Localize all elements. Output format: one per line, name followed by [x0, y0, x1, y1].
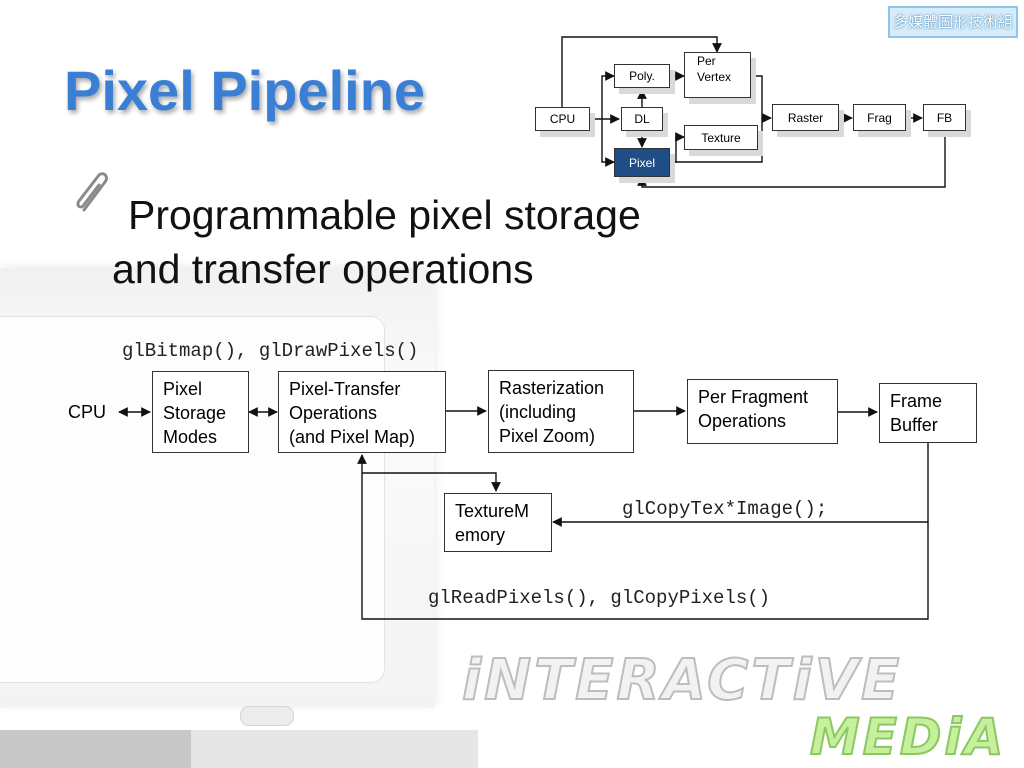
box-rasterization-line3: Pixel Zoom) — [499, 426, 596, 446]
bullet-line-1: Programmable pixel storage — [128, 192, 641, 238]
box-pixel-transfer-line1: Pixel-Transfer — [289, 379, 401, 399]
box-pixel-storage-modes: Pixel Storage Modes — [152, 371, 249, 453]
box-pixel-storage-modes-line1: Pixel — [163, 379, 203, 399]
box-texture-memory-line1: TextureM — [455, 501, 530, 521]
mini-node-frag: Frag — [853, 104, 906, 131]
group-badge: 多媒體圖形技術組 — [888, 6, 1018, 38]
label-cpu: CPU — [68, 402, 107, 422]
box-pixel-storage-modes-line3: Modes — [163, 427, 218, 447]
label-draw-calls: glBitmap(), glDrawPixels() — [122, 340, 419, 362]
mini-arrow-vertex-raster — [751, 75, 772, 123]
brand-media-logo: MEDiA — [809, 707, 1007, 767]
box-texture-memory-line2: emory — [455, 525, 506, 545]
mini-arrow-cpu-pixel — [601, 119, 615, 167]
bullet-line-2: and transfer operations — [112, 246, 534, 292]
mini-arrow-pixel-texture — [670, 132, 685, 163]
label-read-copy-calls: glReadPixels(), glCopyPixels() — [428, 587, 771, 609]
mini-node-poly: Poly. — [614, 64, 670, 88]
brand-interactive-logo: iNTERACTiVE — [461, 647, 903, 714]
box-pixel-transfer-line3: (and Pixel Map) — [289, 427, 416, 447]
box-pixel-storage-modes-line2: Storage — [163, 403, 227, 423]
label-copytex-call: glCopyTex*Image(); — [622, 498, 828, 520]
box-frame-buffer-line1: Frame — [890, 391, 943, 411]
box-per-fragment-operations: Per Fragment Operations — [687, 379, 838, 444]
mini-node-dl: DL — [621, 107, 663, 131]
monitor-stand-background — [0, 730, 478, 768]
arrow-fb-readback — [357, 454, 929, 620]
mini-node-per-vertex: Per Vertex — [684, 52, 751, 98]
mini-arrow-cpu-poly — [601, 71, 615, 119]
slide-title: Pixel Pipeline — [64, 59, 426, 122]
bullet-text: Programmable pixel storage and transfer … — [112, 188, 641, 296]
mini-node-texture: Texture — [684, 125, 758, 150]
mini-arrow-fb-pixel — [637, 131, 946, 188]
box-rasterization: Rasterization (including Pixel Zoom) — [488, 370, 634, 453]
box-pixel-transfer-operations: Pixel-Transfer Operations (and Pixel Map… — [278, 371, 446, 453]
box-rasterization-line1: Rasterization — [499, 378, 605, 398]
box-pixel-transfer-line2: Operations — [289, 403, 378, 423]
arrow-transfer-texmem — [362, 472, 501, 492]
box-per-fragment-line2: Operations — [698, 411, 787, 431]
paperclip-icon — [76, 172, 108, 212]
box-frame-buffer-line2: Buffer — [890, 415, 938, 435]
monitor-power-button — [240, 706, 294, 726]
mini-node-cpu: CPU — [535, 107, 590, 131]
box-texture-memory: TextureM emory — [444, 493, 552, 552]
mini-node-fb: FB — [923, 104, 966, 131]
mini-arrow-cpu-top — [561, 36, 722, 107]
mini-node-per-vertex-line1: Per — [697, 54, 716, 68]
mini-node-raster: Raster — [772, 104, 839, 131]
mini-node-per-vertex-line2: Vertex — [697, 70, 732, 84]
mini-node-pixel: Pixel — [614, 148, 670, 177]
mini-arrow-pixel-raster — [670, 118, 763, 163]
box-rasterization-line2: (including — [499, 402, 577, 422]
box-per-fragment-line1: Per Fragment — [698, 387, 809, 407]
box-frame-buffer: Frame Buffer — [879, 383, 977, 443]
